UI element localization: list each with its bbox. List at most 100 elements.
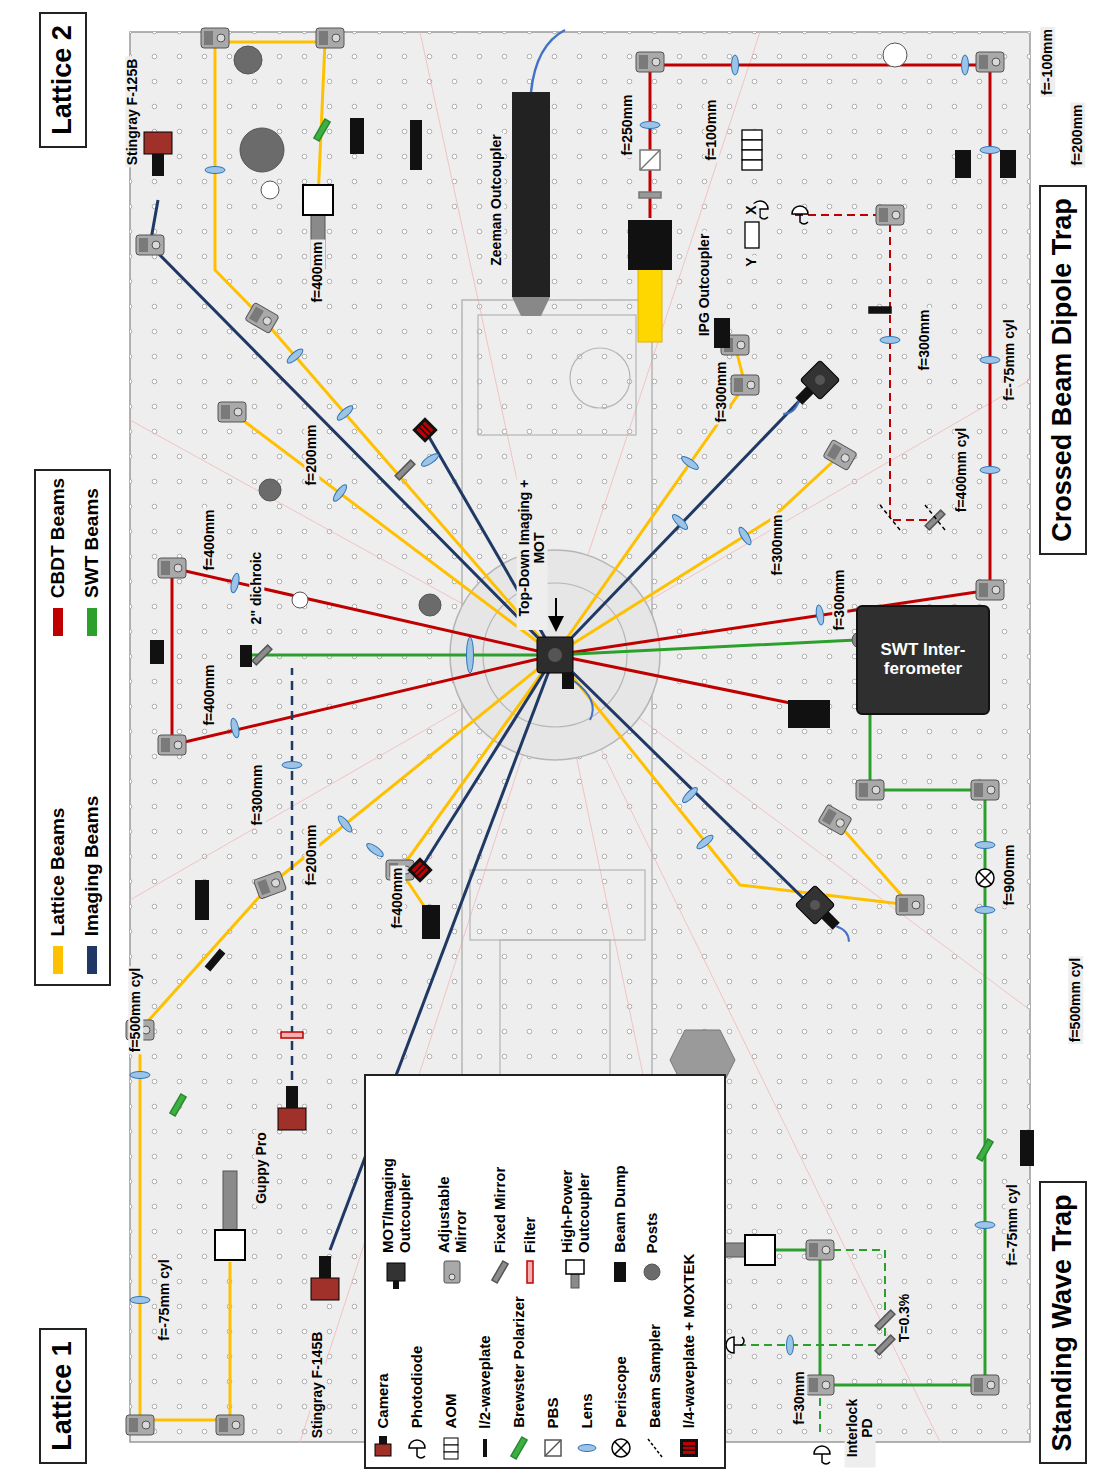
photodiode <box>792 206 808 214</box>
part-label: f=100mm <box>704 97 719 162</box>
mot-outcoupler <box>808 898 822 912</box>
beam-sampler <box>648 1439 662 1457</box>
part-label: f=400mm <box>310 239 325 304</box>
laser-beam <box>555 345 745 655</box>
lens-symbol <box>980 147 1000 154</box>
lens-symbol <box>980 357 1000 364</box>
lens-symbol <box>229 717 240 738</box>
lens-symbol <box>365 841 385 858</box>
ipg-beam <box>638 268 662 342</box>
laser-beam <box>555 655 805 900</box>
lens-symbol <box>331 483 349 503</box>
mirror-mount <box>139 238 148 252</box>
mirror-knob <box>840 453 851 464</box>
quarter-waveplate <box>680 1439 698 1457</box>
part-label: f=500mm cyl <box>1068 956 1083 1044</box>
fiber <box>835 924 852 941</box>
mirror-mount <box>809 1378 818 1392</box>
part-label: f=-75mm cyl <box>1002 317 1017 402</box>
region-title: Crossed Beam Dipole Trap <box>1048 198 1078 542</box>
mirror-mount <box>806 1375 834 1395</box>
legend-label: Beam Dump <box>612 1163 629 1255</box>
legend-label: Lattice Beams <box>48 805 69 938</box>
lens-symbol <box>640 122 660 129</box>
part-label: f=200mm <box>304 822 319 887</box>
device-title: SWT Inter- ferometer <box>871 641 975 678</box>
aom <box>742 130 762 140</box>
legend-label: Camera <box>375 1371 392 1430</box>
vacuum-chamber <box>500 940 610 1090</box>
legend-label: Photodiode <box>409 1343 426 1430</box>
adjustable-mirror <box>444 1261 460 1283</box>
mirror-mount <box>896 895 924 915</box>
post <box>419 594 441 616</box>
high-power-outcoupler <box>571 1274 579 1288</box>
part-label: Interlock PD <box>845 1389 876 1468</box>
part-label: 2" dichroic <box>249 550 264 627</box>
lens-symbol <box>732 55 739 75</box>
lens-symbol <box>130 1072 150 1079</box>
mirror-mount <box>129 1418 138 1432</box>
camera-lens <box>152 154 164 176</box>
mirror-mount <box>971 780 999 800</box>
brewster-polarizer <box>511 1437 527 1459</box>
region-label-box: Lattice 2 <box>39 12 87 148</box>
high-power-outcoupler <box>566 1260 584 1288</box>
lens-symbol <box>681 785 700 804</box>
mirror-knob <box>174 741 182 749</box>
part-label: f=400mm <box>390 865 405 930</box>
vacuum-chamber <box>470 870 645 940</box>
mirror-mount <box>823 439 857 470</box>
aom <box>742 160 762 170</box>
mirror-knob <box>217 34 225 42</box>
zeeman-outcoupler <box>512 297 550 316</box>
adjustable-mirror <box>245 302 279 333</box>
brewster-polarizer <box>314 119 330 141</box>
laser-beam <box>795 215 935 520</box>
part-label: f=200mm <box>304 422 319 487</box>
camera <box>278 1108 306 1130</box>
fiber <box>783 400 800 417</box>
mirror-mount <box>201 28 229 48</box>
mirror-mount <box>639 55 648 69</box>
high-power-outcoupler <box>223 1171 237 1231</box>
mirror-knob <box>737 341 745 349</box>
photodiode <box>822 1454 830 1464</box>
lens-symbol <box>578 1445 596 1452</box>
high-power-outcoupler <box>745 1235 775 1265</box>
photodiode <box>800 214 808 224</box>
legend-label: Adjustable Mirror <box>436 1151 469 1255</box>
mirror-mount <box>257 879 270 895</box>
lens-symbol <box>335 404 355 422</box>
mirror-knob <box>987 1381 995 1389</box>
quarter-waveplate <box>412 862 429 879</box>
legend-panel <box>365 1075 725 1468</box>
part-label: f=-75mm cyl <box>1005 1182 1020 1267</box>
adjustable-mirror <box>976 580 1004 600</box>
vacuum-chamber <box>478 315 636 435</box>
part-label: Guppy Pro <box>254 1130 269 1206</box>
mot-outcoupler <box>795 885 860 950</box>
lens-symbol <box>680 454 700 471</box>
beam-sampler <box>880 505 945 530</box>
legend-label: Fixed Mirror <box>492 1164 509 1255</box>
mirror-knob <box>892 211 900 219</box>
legend-label: l/2-waveplate <box>477 1333 494 1430</box>
beam-dump <box>150 640 164 664</box>
part-label: T=0.3% <box>897 1292 912 1345</box>
optical-table <box>130 32 1030 1442</box>
adjustable-mirror <box>449 1274 455 1280</box>
half-waveplate <box>639 192 661 198</box>
fixed-mirror <box>925 510 945 530</box>
lens-symbol <box>130 1072 150 1079</box>
beam-dump <box>614 1262 626 1282</box>
mirror-mount <box>971 1375 999 1395</box>
zeeman-outcoupler <box>512 92 550 297</box>
lens-symbol <box>975 842 995 849</box>
legend-label: Imaging Beams <box>82 794 103 938</box>
quarter-waveplate <box>419 424 430 435</box>
quarter-waveplate <box>683 1446 695 1450</box>
lens-symbol <box>681 785 700 804</box>
dichroic-mirror <box>252 645 272 665</box>
camera <box>311 1256 339 1300</box>
